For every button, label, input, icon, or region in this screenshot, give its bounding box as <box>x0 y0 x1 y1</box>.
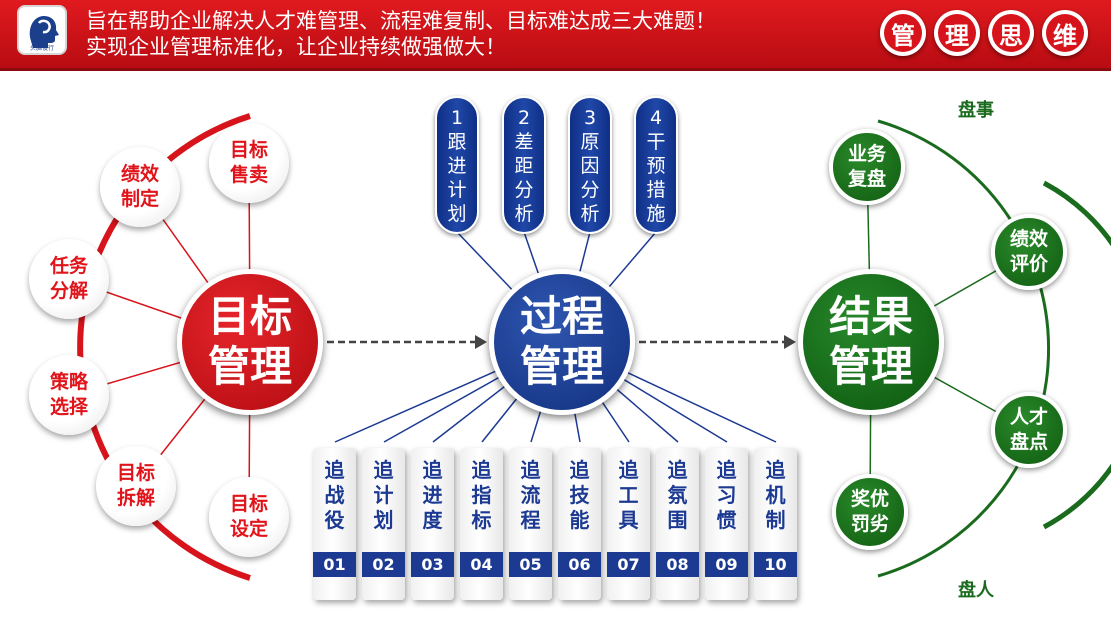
goal-item-target-setting: 目标设定 <box>209 477 289 557</box>
label-review-affairs: 盘事 <box>958 100 994 121</box>
slogan-line-1: 旨在帮助企业解决人才难管理、流程难复制、目标难达成三大难题！ <box>86 9 716 33</box>
goal-item-kpi-setting: 绩效制定 <box>100 147 180 227</box>
flow-arrow-1 <box>327 335 487 349</box>
result-item-reward-punish: 奖优罚劣 <box>832 474 908 550</box>
badge-1: 管 <box>880 10 926 56</box>
result-item-talent-review: 人才盘点 <box>991 392 1067 468</box>
badge-2: 理 <box>934 10 980 56</box>
badge-4: 维 <box>1042 10 1088 56</box>
logo-text: 头脑慢行 <box>29 45 54 52</box>
goal-management-hub: 目标管理 <box>177 269 323 415</box>
result-arc-outer <box>877 119 1051 578</box>
result-management-hub: 结果管理 <box>798 269 944 415</box>
goal-item-target-selling: 目标售卖 <box>209 123 289 203</box>
goal-item-task-breakdown: 任务分解 <box>29 239 109 319</box>
goal-item-strategy-choice: 策略选择 <box>29 355 109 435</box>
label-review-people: 盘人 <box>958 580 994 601</box>
badge-3: 思 <box>988 10 1034 56</box>
slogan-line-2: 实现企业管理标准化，让企业持续做强做大！ <box>86 35 506 59</box>
result-item-performance-evaluation: 绩效评价 <box>991 214 1067 290</box>
company-logo: 头脑慢行 <box>17 5 67 55</box>
goal-item-target-decompose: 目标拆解 <box>96 446 176 526</box>
process-management-hub: 过程管理 <box>489 269 635 415</box>
result-item-business-review: 业务复盘 <box>829 129 905 205</box>
flow-arrow-2 <box>639 335 796 349</box>
head-icon <box>29 16 59 48</box>
result-arc-inner <box>1042 180 1111 530</box>
header-banner: 头脑慢行 旨在帮助企业解决人才难管理、流程难复制、目标难达成三大难题！ 实现企业… <box>0 0 1111 71</box>
